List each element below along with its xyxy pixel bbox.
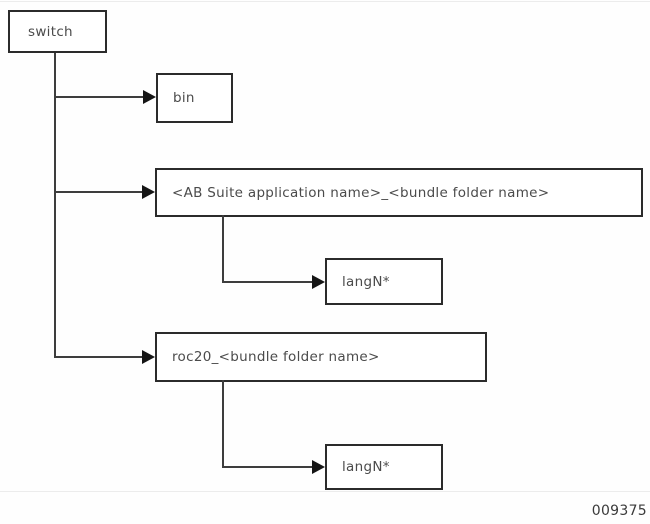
node-app-bundle-label: <AB Suite application name>_<bundle fold… (172, 184, 550, 201)
node-bin: bin (156, 73, 233, 123)
node-app-bundle-lang: langN* (325, 258, 443, 305)
node-bin-label: bin (173, 90, 195, 106)
node-app-bundle-lang-label: langN* (342, 273, 390, 290)
edge-switch-trunk-line (54, 53, 56, 358)
edge-switch-bin-line (54, 96, 144, 98)
node-app-bundle: <AB Suite application name>_<bundle fold… (155, 168, 643, 217)
edge-app-bundle-lang-vline (222, 215, 224, 283)
edge-roc20-lang-vline (222, 380, 224, 468)
figure-number: 009375 (591, 503, 647, 519)
edge-switch-app-bundle-line (54, 191, 142, 193)
node-roc20-bundle-label: roc20_<bundle folder name> (172, 349, 380, 365)
node-switch-label: switch (28, 23, 73, 40)
node-roc20-bundle: roc20_<bundle folder name> (155, 332, 487, 382)
edge-roc20-lang-line (222, 466, 312, 468)
edge-roc20-lang-arrowhead-icon (312, 460, 325, 474)
bottom-rule (0, 491, 650, 492)
edge-switch-roc20-arrowhead-icon (142, 350, 155, 364)
node-roc20-bundle-lang-label: langN* (342, 459, 390, 475)
edge-switch-roc20-line (54, 356, 142, 358)
node-roc20-bundle-lang: langN* (325, 444, 443, 490)
edge-switch-bin-arrowhead-icon (143, 90, 156, 104)
edge-switch-app-bundle-arrowhead-icon (142, 185, 155, 199)
edge-app-bundle-lang-line (222, 281, 312, 283)
edge-app-bundle-lang-arrowhead-icon (312, 275, 325, 289)
node-switch: switch (8, 10, 107, 53)
top-rule (0, 1, 650, 2)
